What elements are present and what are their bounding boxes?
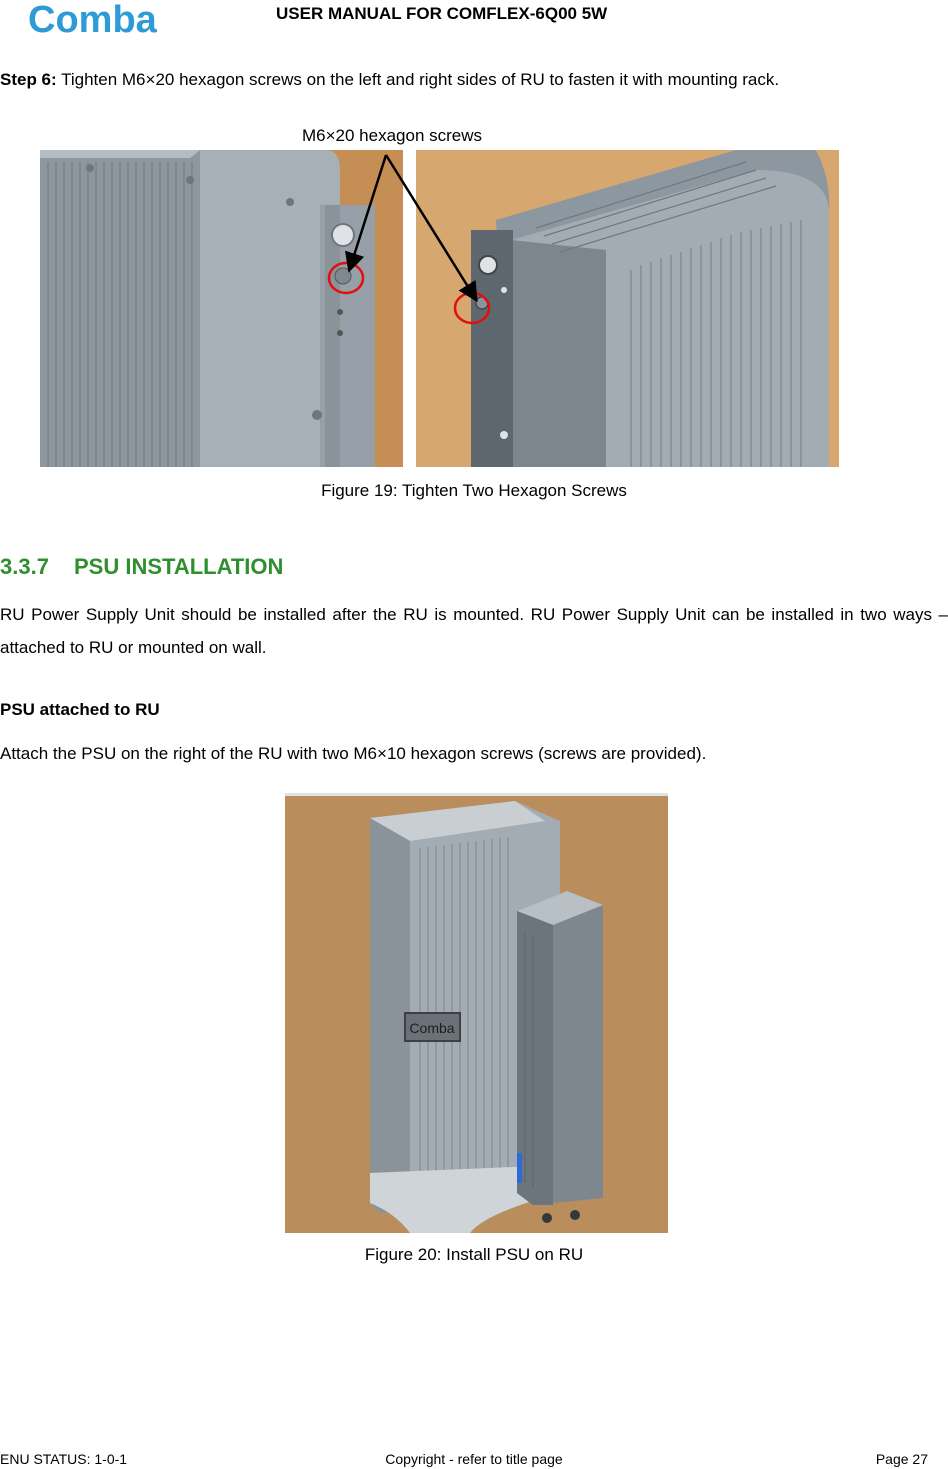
step-6-instruction: Step 6: Tighten M6×20 hexagon screws on …	[0, 70, 779, 90]
document-header-title: USER MANUAL FOR COMFLEX-6Q00 5W	[276, 4, 608, 23]
footer-copyright: Copyright - refer to title page	[385, 1451, 563, 1467]
screw-callout-label: M6×20 hexagon screws	[302, 126, 483, 145]
subsection-paragraph: Attach the PSU on the right of the RU wi…	[0, 744, 707, 763]
figure-19-right-image	[416, 150, 839, 467]
subsection-heading: PSU attached to RU	[0, 700, 160, 719]
figure-20-caption: Figure 20: Install PSU on RU	[364, 1245, 584, 1264]
figure-19-left-image	[40, 150, 403, 467]
footer-page-number: Page 27	[875, 1451, 928, 1467]
section-paragraph: RU Power Supply Unit should be installed…	[0, 605, 948, 657]
section-heading: 3.3.7 PSU INSTALLATION	[0, 554, 283, 580]
arrow-to-right-screw	[384, 154, 478, 303]
step-text: Tighten M6×20 hexagon screws on the left…	[56, 70, 780, 89]
step-label: Step 6:	[0, 70, 57, 89]
figure-20-image: Comba	[285, 793, 668, 1233]
unit-logo-plate: Comba	[409, 1020, 454, 1036]
svg-text:Comba: Comba	[28, 0, 158, 40]
section-title: PSU INSTALLATION	[74, 554, 284, 579]
footer-status: ENU STATUS: 1-0-1	[0, 1451, 128, 1467]
arrow-to-left-screw	[345, 154, 388, 273]
comba-logo: Comba	[28, 0, 158, 40]
callout-arrows	[345, 154, 478, 303]
section-number: 3.3.7	[0, 554, 49, 579]
figure-19-caption: Figure 19: Tighten Two Hexagon Screws	[321, 481, 627, 500]
